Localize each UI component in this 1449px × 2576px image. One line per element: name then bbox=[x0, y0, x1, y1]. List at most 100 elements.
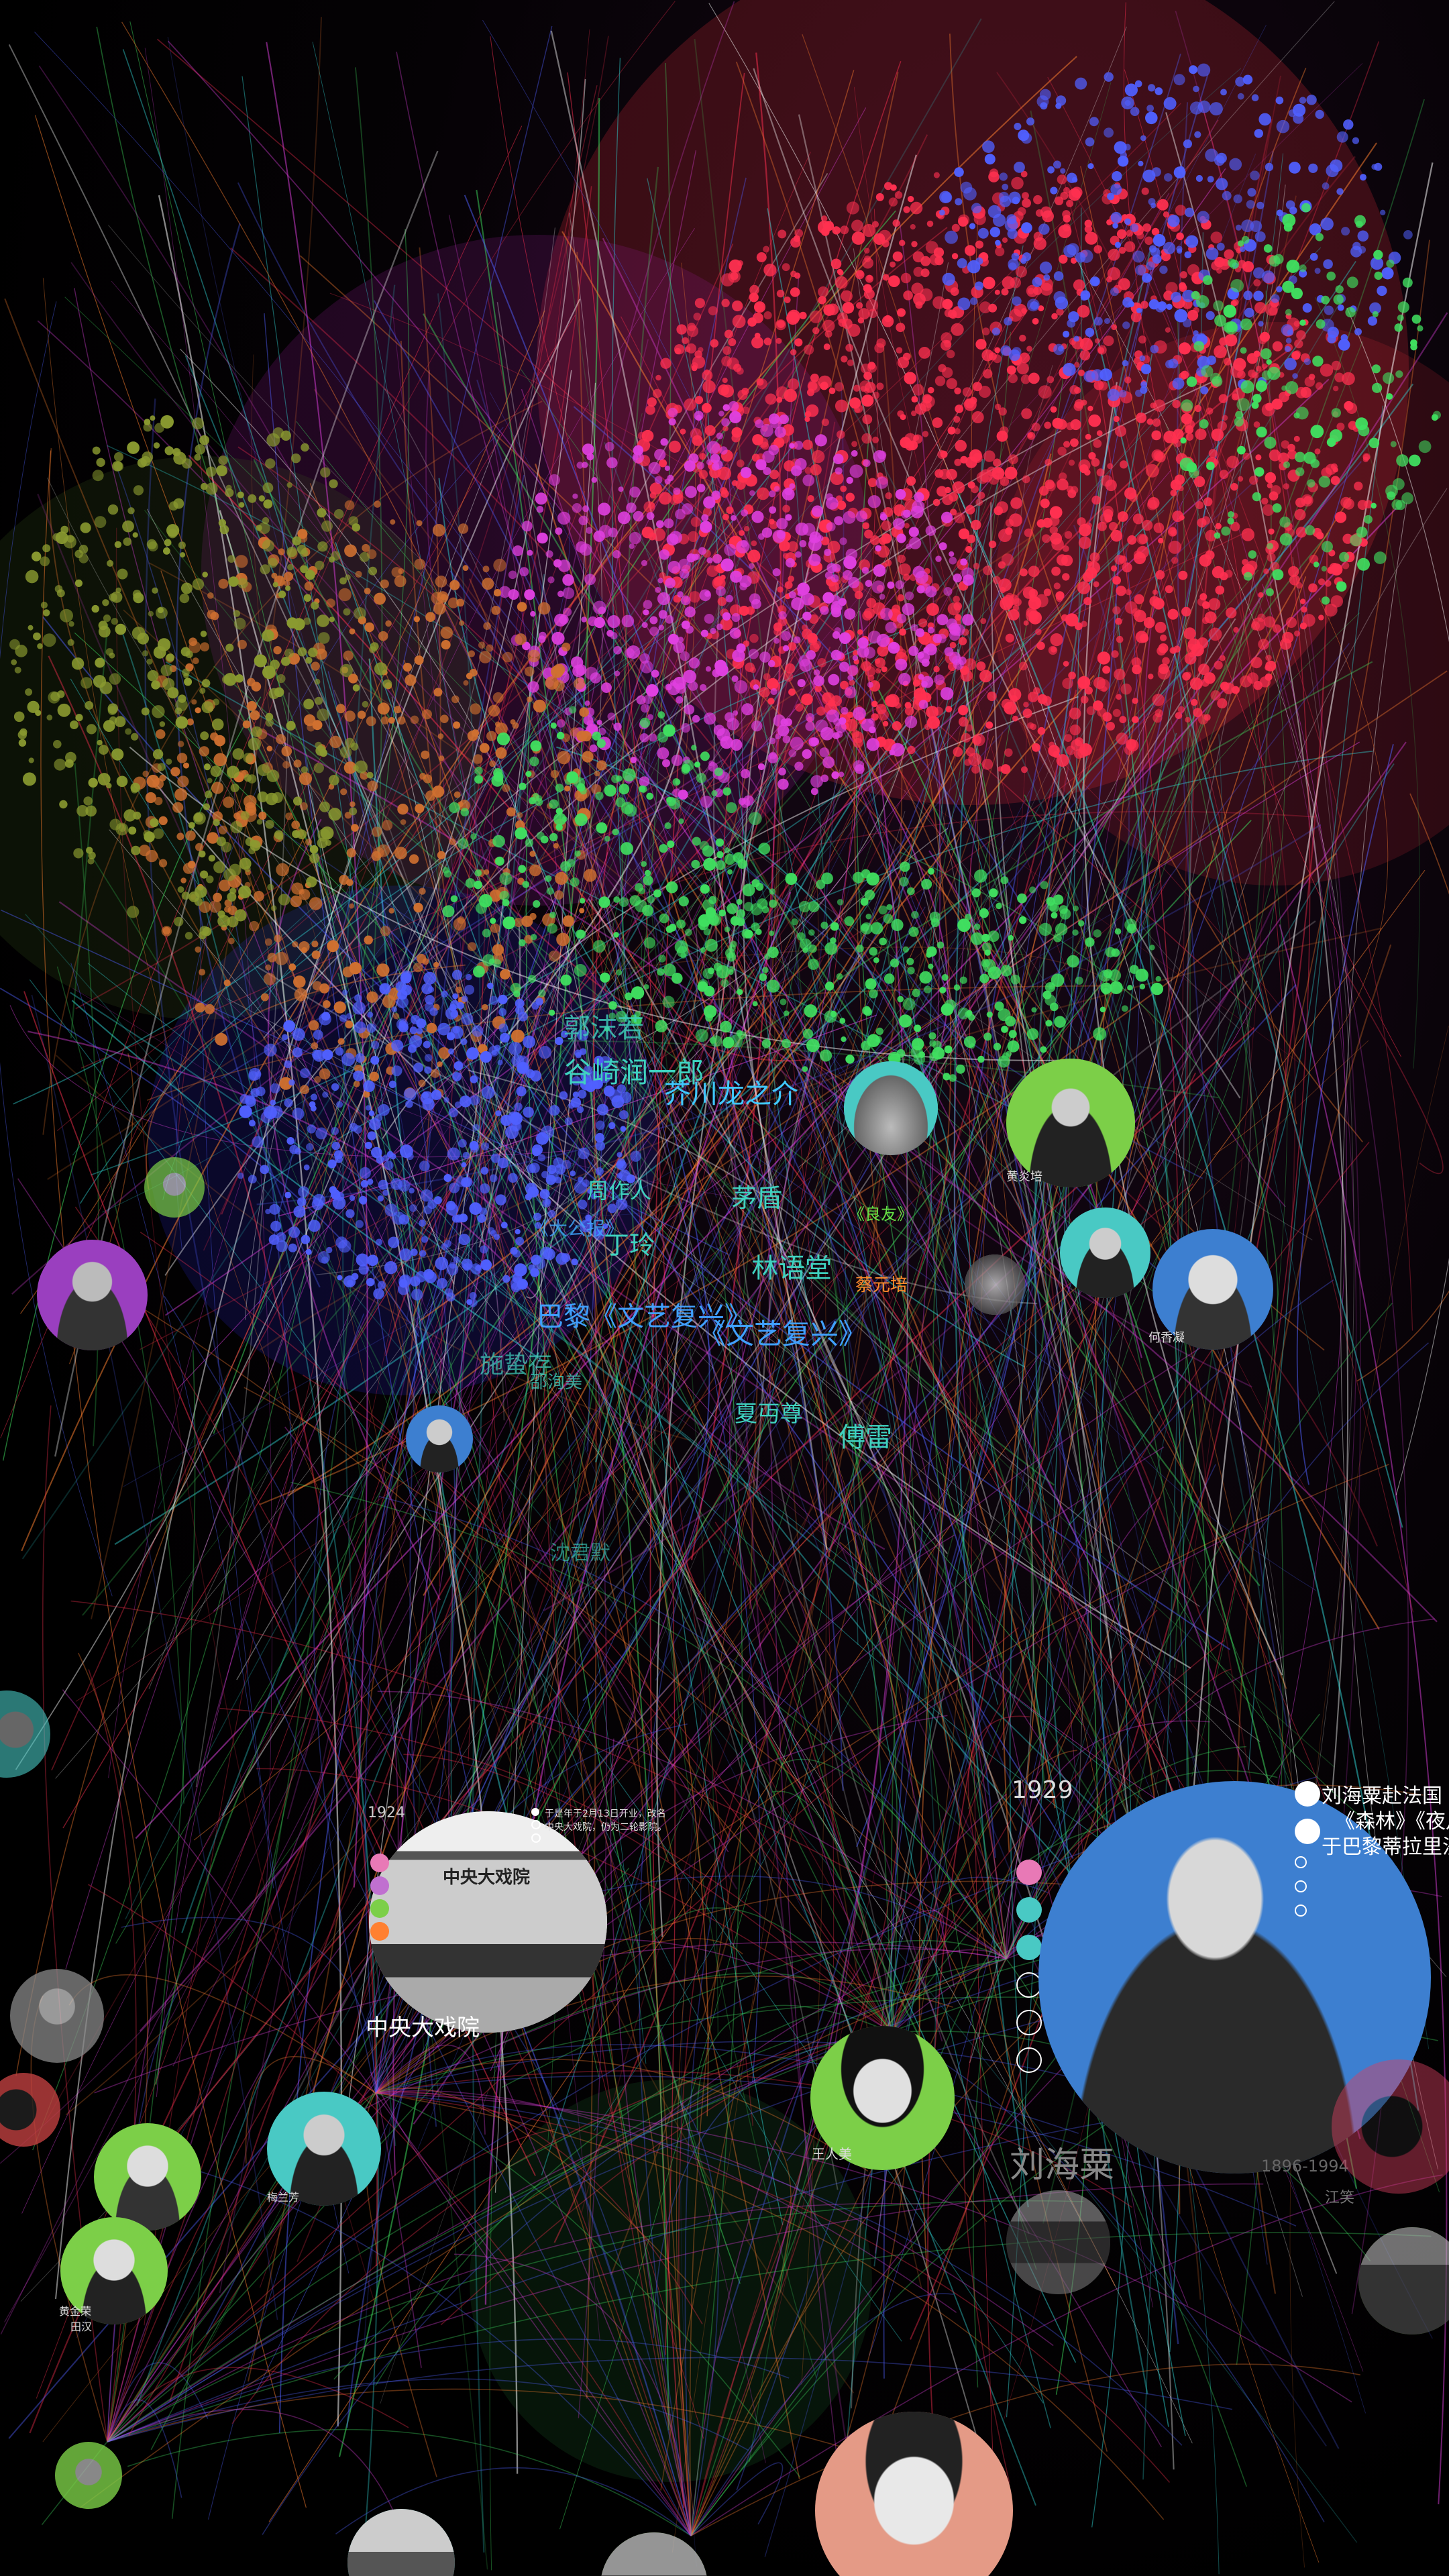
label-shi-zhecun[interactable]: 施蛰存 bbox=[480, 1351, 553, 1379]
graph-node-dot bbox=[1110, 184, 1122, 195]
graph-node-dot bbox=[733, 364, 742, 372]
event-1929-person-name[interactable]: 刘海粟 bbox=[1010, 2145, 1115, 2186]
graph-node-dot bbox=[912, 988, 920, 998]
graph-node-dot bbox=[987, 930, 1000, 943]
event-1924-photo[interactable]: 中央大戏院 bbox=[369, 1811, 607, 2033]
graph-node-dot bbox=[749, 633, 759, 643]
graph-node-dot bbox=[1130, 223, 1139, 233]
label-zhou-zuoren[interactable]: 周作人 bbox=[587, 1178, 652, 1203]
graph-node-dot bbox=[1289, 162, 1301, 174]
portrait-node-edge-left[interactable] bbox=[0, 1690, 50, 1778]
portrait-node-he-xiangning[interactable] bbox=[1152, 1229, 1273, 1350]
label-mao-dun[interactable]: 茅盾 bbox=[731, 1183, 783, 1213]
building-node-bottom-b[interactable] bbox=[600, 2532, 708, 2576]
graph-node-dot bbox=[1067, 172, 1077, 183]
graph-node-dot bbox=[1028, 566, 1040, 578]
graph-node-dot bbox=[1193, 85, 1199, 93]
graph-node-dot bbox=[1032, 277, 1042, 287]
graph-node-dot bbox=[987, 205, 1002, 219]
graph-node-dot bbox=[993, 458, 1002, 467]
edge-line bbox=[712, 582, 1030, 2235]
graph-node-dot bbox=[820, 606, 829, 615]
graph-node-dot bbox=[616, 775, 623, 782]
label-akutagawa[interactable]: 芥川龙之介 bbox=[664, 1079, 798, 1110]
graph-node-dot bbox=[616, 1152, 623, 1158]
graph-node-dot bbox=[879, 594, 885, 600]
label-ding-ling[interactable]: 丁玲 bbox=[604, 1230, 655, 1260]
building-node-bottom-a[interactable] bbox=[347, 2509, 455, 2576]
portrait-node-lower-left-a[interactable] bbox=[10, 1969, 104, 2063]
portrait-node-small-building[interactable] bbox=[965, 1254, 1025, 1315]
graph-node-dot bbox=[849, 464, 863, 478]
portrait-node-right-edge[interactable] bbox=[1332, 2059, 1449, 2194]
portrait-node-left-small-blue[interactable] bbox=[406, 1405, 473, 1472]
graph-node-dot bbox=[491, 606, 501, 615]
graph-node-dot bbox=[894, 191, 903, 199]
graph-node-dot bbox=[1373, 551, 1387, 564]
portrait-node-huang-yanpei[interactable] bbox=[1006, 1059, 1135, 1187]
graph-node-dot bbox=[722, 513, 729, 521]
label-xia-mianzun[interactable]: 夏丏尊 bbox=[735, 1401, 803, 1428]
graph-node-dot bbox=[540, 835, 549, 844]
label-guo-moruo[interactable]: 郭沫若 bbox=[564, 1013, 644, 1044]
graph-node-dot bbox=[613, 722, 622, 731]
portrait-node-left-purple[interactable] bbox=[37, 1240, 148, 1350]
graph-node-dot bbox=[247, 678, 256, 687]
graph-node-dot bbox=[292, 1028, 305, 1041]
graph-node-dot bbox=[160, 664, 173, 677]
portrait-node-tian-han[interactable] bbox=[60, 2217, 168, 2324]
graph-node-dot bbox=[1360, 174, 1366, 181]
graph-node-dot bbox=[784, 487, 793, 496]
event-1924-note-2: 中央大戏院，仍为二轮影院。 bbox=[545, 1822, 667, 1833]
graph-node-dot bbox=[1008, 1030, 1017, 1038]
label-cai-yuanpei[interactable]: 蔡元培 bbox=[855, 1275, 908, 1295]
graph-node-dot bbox=[513, 990, 521, 998]
label-shen-junmo[interactable]: 沈君默 bbox=[550, 1542, 610, 1565]
graph-node-dot bbox=[494, 589, 502, 597]
portrait-node-mei-lanfang[interactable] bbox=[267, 2092, 381, 2206]
graph-node-dot bbox=[366, 1278, 375, 1287]
label-fu-lei[interactable]: 傅雷 bbox=[839, 1422, 892, 1453]
label-tanizaki[interactable]: 谷崎润一郎 bbox=[564, 1056, 705, 1089]
portrait-node-lower-left-red[interactable] bbox=[0, 2073, 60, 2147]
graph-node-dot bbox=[1163, 211, 1169, 218]
graph-node-dot bbox=[1063, 331, 1070, 338]
graph-node-dot bbox=[305, 839, 313, 846]
graph-node-dot bbox=[1176, 232, 1184, 241]
portrait-node-bottom-left-small[interactable] bbox=[55, 2442, 122, 2509]
portrait-node-wang-renmei[interactable] bbox=[810, 2026, 955, 2170]
portrait-node-left-1[interactable] bbox=[144, 1157, 205, 1218]
graph-node-dot bbox=[581, 616, 587, 623]
portrait-node-building-top[interactable] bbox=[844, 1061, 938, 1155]
label-lin-yutang[interactable]: 林语堂 bbox=[751, 1253, 832, 1284]
building-node-lower-mid[interactable] bbox=[1006, 2190, 1110, 2294]
graph-node-dot bbox=[1088, 452, 1096, 460]
label-shao-xunmei[interactable]: 邵洵美 bbox=[530, 1373, 583, 1393]
label-wenyi-fuxing-a[interactable]: 巴黎《文艺复兴》 bbox=[537, 1301, 751, 1332]
portrait-node-cyan-man[interactable] bbox=[1060, 1208, 1150, 1298]
graph-node-dot bbox=[529, 797, 537, 805]
graph-node-dot bbox=[281, 746, 292, 757]
label-liangyou[interactable]: 《良友》 bbox=[849, 1205, 913, 1224]
graph-node-dot bbox=[1128, 492, 1138, 502]
edge-line bbox=[696, 195, 1297, 1701]
graph-node-dot bbox=[525, 771, 532, 777]
building-node-right-edge[interactable] bbox=[1358, 2227, 1449, 2334]
edge-line bbox=[639, 936, 817, 2378]
edge-line bbox=[107, 1627, 1019, 2443]
portrait-node-liu-haisu[interactable] bbox=[1038, 1781, 1431, 2174]
graph-node-dot bbox=[1020, 132, 1032, 144]
portrait-node-bottom-center[interactable] bbox=[815, 2412, 1013, 2576]
graph-node-dot bbox=[500, 969, 511, 980]
portrait-node-green-man[interactable] bbox=[94, 2123, 201, 2231]
graph-node-dot bbox=[788, 591, 796, 599]
graph-node-dot bbox=[1238, 476, 1244, 482]
edge-line bbox=[869, 548, 1142, 2356]
edge-line bbox=[127, 2428, 692, 2536]
graph-node-dot bbox=[59, 800, 68, 809]
graph-node-dot bbox=[1107, 463, 1114, 470]
label-wenyi-fuxing-b[interactable]: 《文艺复兴》 bbox=[698, 1318, 867, 1350]
graph-node-dot bbox=[1260, 331, 1270, 342]
label-da-gong-bao[interactable]: 《大公报》 bbox=[530, 1218, 625, 1240]
